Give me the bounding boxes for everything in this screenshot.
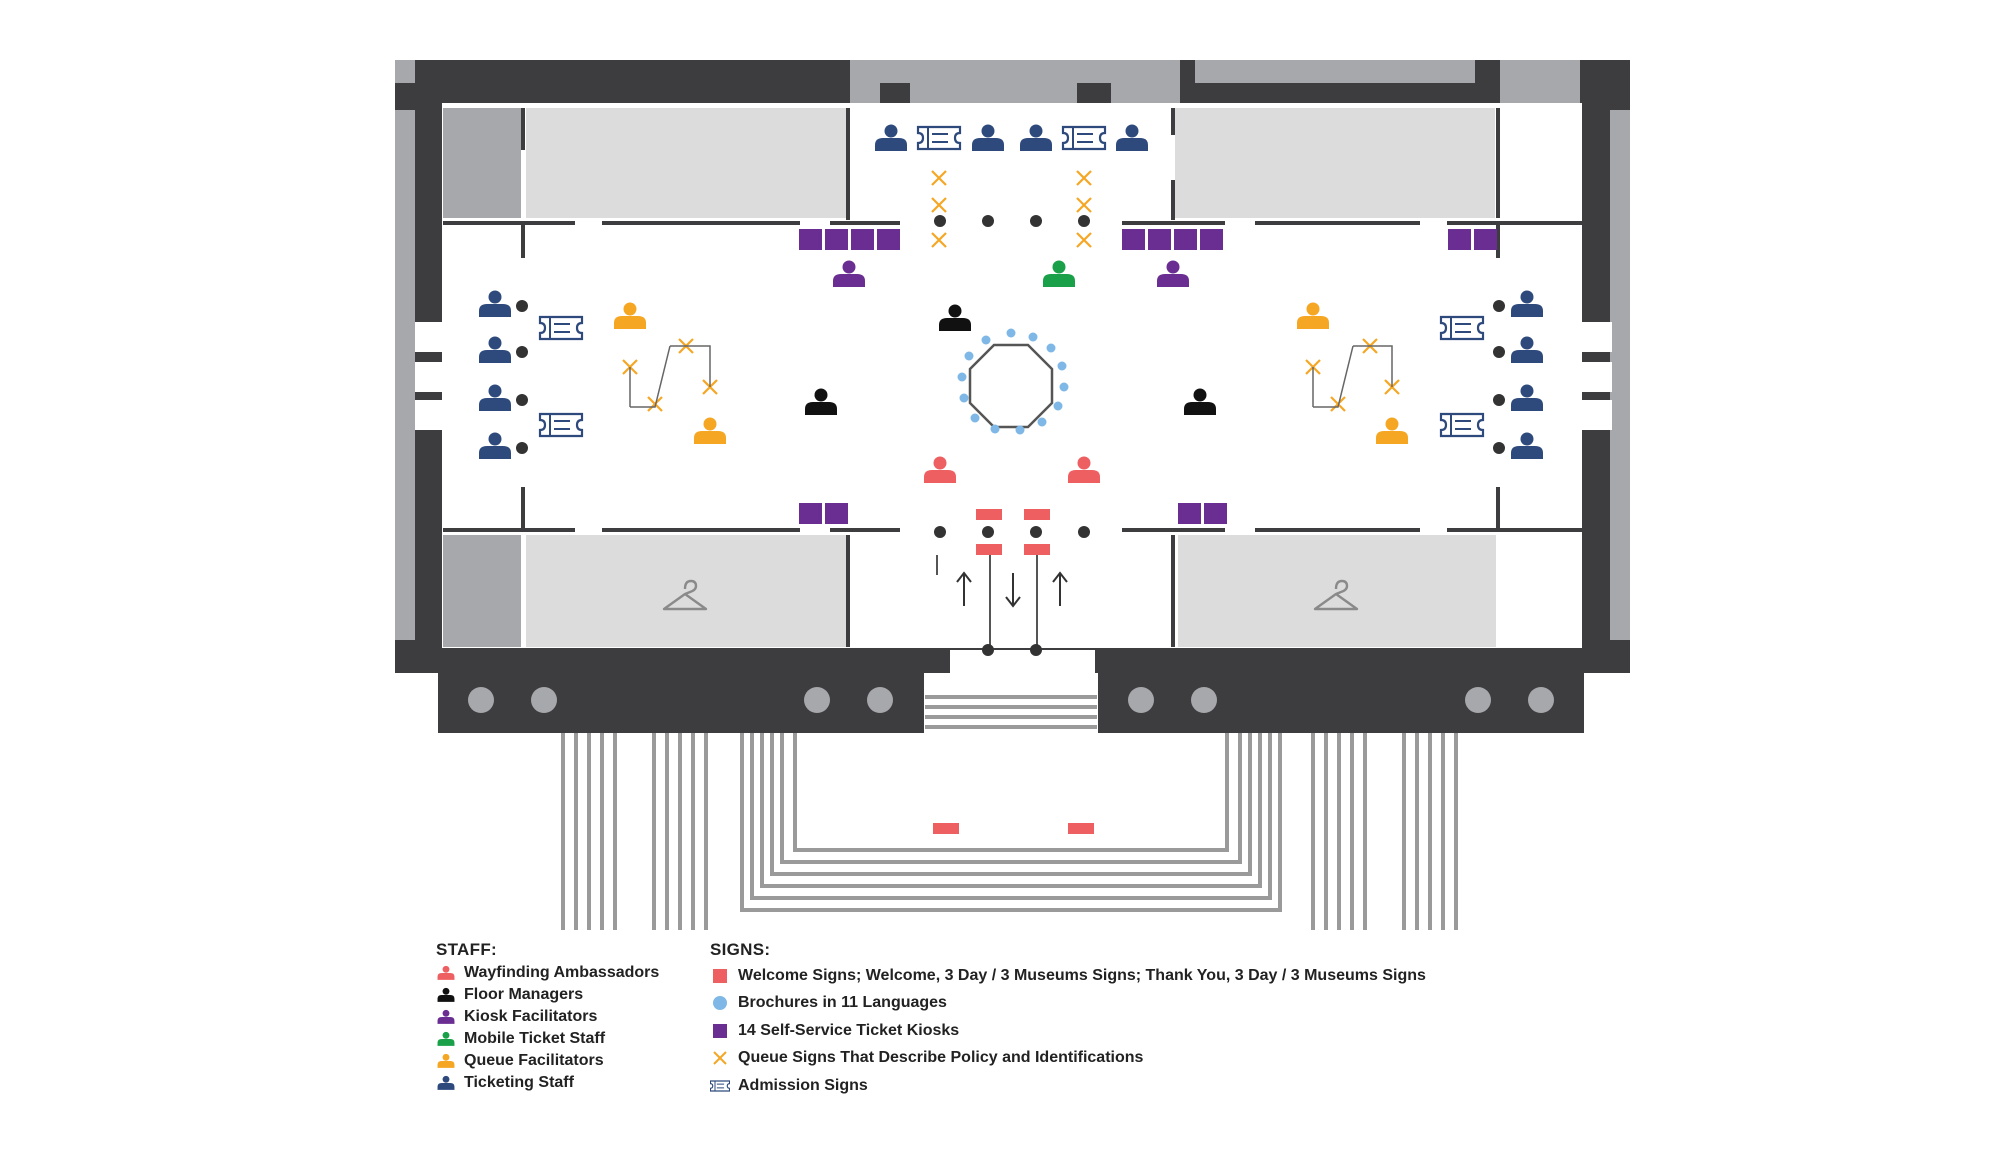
staff-legend-item: Ticketing Staff: [436, 1072, 659, 1094]
queue-rope-lines: [629, 345, 1393, 408]
welcome-signs: [933, 509, 1094, 834]
signs-legend-label: Admission Signs: [738, 1076, 868, 1094]
staff-legend-label: Kiosk Facilitators: [464, 1008, 598, 1025]
staff-legend-item: Wayfinding Ambassadors: [436, 962, 659, 984]
staff-legend-item: Floor Managers: [436, 984, 659, 1006]
stanchion-dots: [516, 215, 1505, 656]
person-icon: [436, 1074, 456, 1092]
entry-queue-lines: [936, 548, 1038, 645]
arrow-icons: [956, 571, 1068, 608]
person-icon: [436, 1008, 456, 1026]
brochure-dots: [957, 328, 1069, 435]
staff-legend-item: Mobile Ticket Staff: [436, 1028, 659, 1050]
side-doors: [415, 322, 1612, 430]
staff-legend-item: Kiosk Facilitators: [436, 1006, 659, 1028]
staff-legend-label: Wayfinding Ambassadors: [464, 964, 660, 981]
signs-legend-heading: SIGNS:: [710, 940, 771, 959]
entrance-stairs: [561, 695, 1458, 930]
front-portico: [438, 648, 1584, 733]
corner-rooms: [443, 108, 1496, 647]
square-icon: [710, 1022, 730, 1040]
signs-legend-label: Welcome Signs; Welcome, 3 Day / 3 Museum…: [738, 966, 1426, 984]
interior-partitions: [443, 108, 1582, 647]
staff-legend-heading: STAFF:: [436, 940, 497, 959]
signs-legend-item: Admission Signs: [710, 1072, 1426, 1100]
ticket-kiosks: [799, 229, 1497, 524]
ticket-icon: [710, 1077, 730, 1095]
signs-legend-item: Brochures in 11 Languages: [710, 990, 1426, 1018]
signs-legend-label: 14 Self-Service Ticket Kiosks: [738, 1021, 960, 1039]
signs-legend-item: Welcome Signs; Welcome, 3 Day / 3 Museum…: [710, 962, 1426, 990]
staff-legend-label: Queue Facilitators: [464, 1052, 604, 1069]
person-icon: [436, 986, 456, 1004]
signs-legend-item: Queue Signs That Describe Policy and Ide…: [710, 1045, 1426, 1073]
arrow-icon: [1005, 573, 1021, 608]
person-icon: [436, 964, 456, 982]
staff-legend-label: Mobile Ticket Staff: [464, 1030, 606, 1047]
circle-icon: [710, 994, 730, 1012]
signs-legend-label: Queue Signs That Describe Policy and Ide…: [738, 1049, 1144, 1067]
arrow-icon: [956, 571, 972, 606]
staff-legend-label: Ticketing Staff: [464, 1074, 574, 1091]
staff-legend-label: Floor Managers: [464, 986, 584, 1003]
signs-legend: SIGNS: Welcome Signs; Welcome, 3 Day / 3…: [710, 938, 1426, 1100]
signs-legend-label: Brochures in 11 Languages: [738, 994, 947, 1012]
square-icon: [710, 967, 730, 985]
person-icon: [436, 1030, 456, 1048]
staff-legend-item: Queue Facilitators: [436, 1050, 659, 1072]
person-icon: [436, 1052, 456, 1070]
arrow-icon: [1052, 571, 1068, 606]
info-desk: [957, 328, 1069, 435]
signs-legend-item: 14 Self-Service Ticket Kiosks: [710, 1017, 1426, 1045]
cross-icon: [710, 1049, 730, 1067]
